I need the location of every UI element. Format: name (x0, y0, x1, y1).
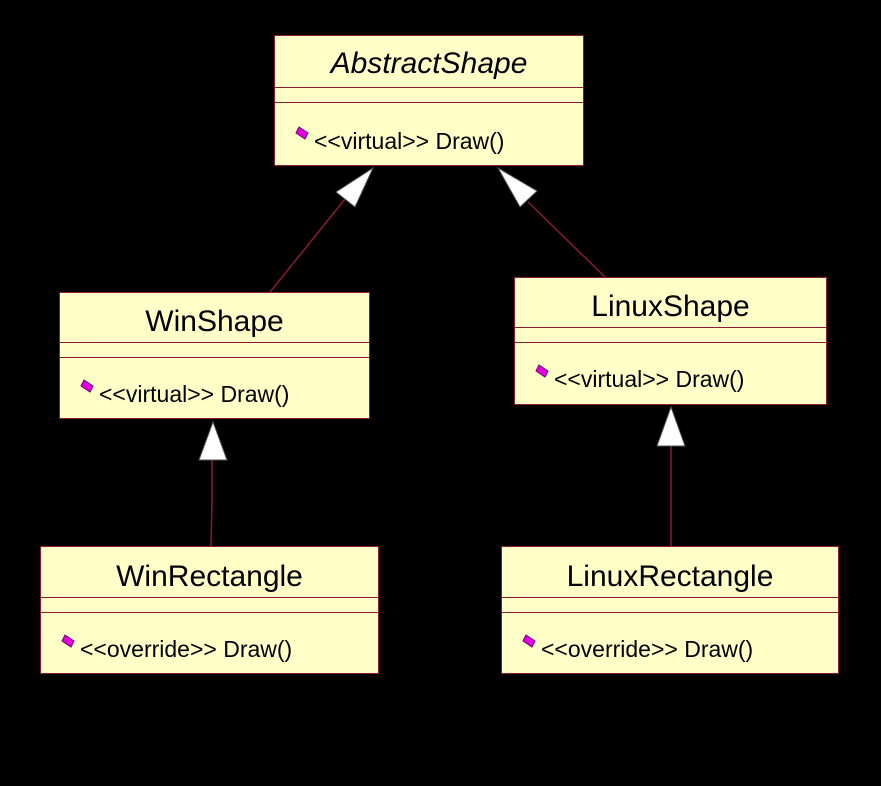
attributes-divider (502, 597, 838, 598)
class-winshape[interactable]: WinShape <<virtual>> Draw() (59, 292, 370, 419)
public-operation-icon (295, 126, 309, 140)
connector-line (269, 198, 346, 293)
operation-text: <<virtual>> Draw() (554, 366, 745, 392)
inheritance-arrowhead-icon (656, 405, 686, 447)
operations-divider (41, 612, 378, 613)
public-operation-icon (522, 634, 536, 648)
attributes-divider (41, 597, 378, 598)
class-name: LinuxShape (591, 290, 750, 323)
operations-divider (60, 357, 369, 358)
operation-text: <<override>> Draw() (541, 636, 754, 662)
operation-row[interactable]: <<virtual>> Draw() (60, 379, 369, 407)
generalization-winrectangle-winshape (198, 420, 228, 547)
public-operation-icon (535, 364, 549, 378)
generalization-winshape-abstractshape (269, 166, 375, 293)
inheritance-arrowhead-icon (198, 420, 228, 461)
class-name: WinRectangle (116, 560, 303, 593)
operation-text: <<override>> Draw() (80, 636, 293, 662)
operation-row[interactable]: <<override>> Draw() (41, 634, 378, 662)
operation-row[interactable]: <<virtual>> Draw() (515, 364, 826, 392)
operations-divider (502, 612, 838, 613)
connector-line (210, 460, 213, 547)
attributes-divider (515, 327, 826, 328)
attributes-divider (275, 87, 583, 88)
class-winrectangle[interactable]: WinRectangle <<override>> Draw() (40, 546, 379, 674)
operations-divider (515, 342, 826, 343)
class-name: WinShape (145, 305, 284, 338)
operation-row[interactable]: <<virtual>> Draw() (275, 126, 583, 154)
inheritance-arrowhead-icon (335, 166, 375, 208)
class-name: LinuxRectangle (566, 560, 774, 593)
class-linuxshape[interactable]: LinuxShape <<virtual>> Draw() (514, 277, 827, 405)
public-operation-icon (61, 634, 75, 648)
generalization-linuxshape-abstractshape (496, 166, 606, 278)
attributes-divider (60, 342, 369, 343)
class-name: AbstractShape (330, 47, 528, 80)
generalization-linuxrectangle-linuxshape (656, 405, 686, 546)
inheritance-arrowhead-icon (496, 166, 538, 208)
connector-line (527, 201, 606, 278)
operations-divider (275, 102, 583, 103)
operation-row[interactable]: <<override>> Draw() (502, 634, 838, 662)
class-abstractshape[interactable]: AbstractShape <<virtual>> Draw() (274, 35, 584, 166)
class-linuxrectangle[interactable]: LinuxRectangle <<override>> Draw() (501, 546, 839, 674)
operation-text: <<virtual>> Draw() (99, 381, 290, 407)
operation-text: <<virtual>> Draw() (314, 128, 505, 154)
public-operation-icon (80, 379, 94, 393)
